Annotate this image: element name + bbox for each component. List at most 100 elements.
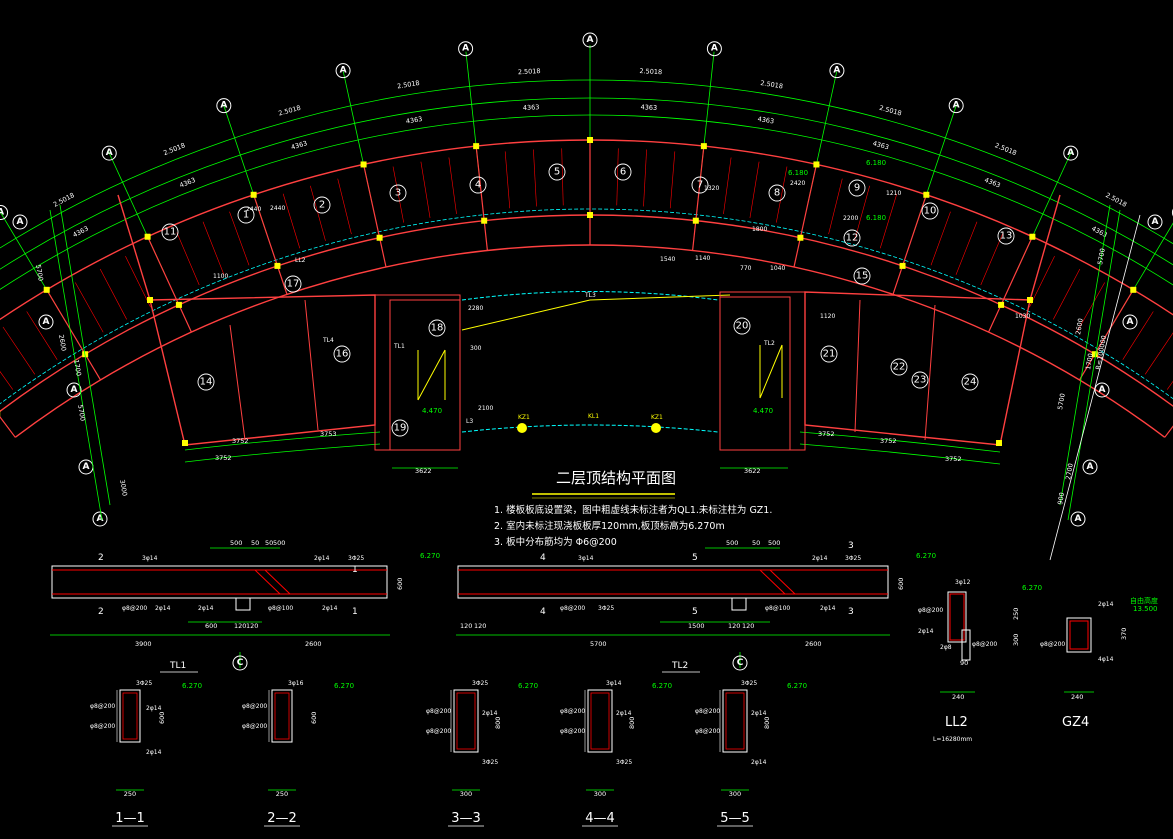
- inner-dim-15: 2280: [468, 305, 483, 312]
- section-stirrup-label-b-4: φ8@200: [560, 728, 585, 735]
- axis-bubble-3: [101, 145, 117, 161]
- gz4-elevation: 13.500: [1133, 605, 1158, 613]
- rebar-12-2: [1144, 332, 1173, 375]
- tl2-cut-5-top: 5: [692, 553, 698, 563]
- section-label-2: 2—2: [267, 811, 297, 826]
- side-bubble-7: [1122, 314, 1138, 330]
- rebar-1-2: [2, 326, 36, 375]
- section-label-4: 4—4: [585, 811, 615, 826]
- radial-wall-1: [0, 416, 16, 438]
- kz1-label-right: KZ1: [651, 414, 663, 421]
- room-marker-14: [197, 373, 215, 391]
- top-dim-inner-5: 4363: [405, 115, 423, 126]
- tl2-mid-dim-4: 120: [728, 622, 740, 630]
- top-dim-outer-11: 2.5018: [1104, 191, 1128, 209]
- room-marker-6: [614, 163, 632, 181]
- section-stirrup-label-4: φ8@200: [560, 708, 585, 715]
- bottom-right-dim-3: 3752: [945, 455, 962, 463]
- section-bottom-bar-4: 3Φ25: [616, 759, 632, 766]
- tl1-bottom-bar-4: φ8@100: [268, 605, 293, 612]
- tl1-top-dim-3: 50: [265, 539, 273, 547]
- side-bubble-3: [66, 382, 82, 398]
- radial-wall-5: [362, 164, 387, 268]
- beam-code-3: TL3: [584, 292, 596, 299]
- section-mid-bar-1: 2φ14: [146, 705, 162, 712]
- axis-bubble-2: [0, 205, 9, 221]
- section-height-3: 800: [494, 717, 502, 729]
- inner-dim-2: 2440: [270, 205, 285, 212]
- room-marker-17: [284, 275, 302, 293]
- tl1-axis-bubble: [232, 655, 248, 671]
- room-marker-24: [961, 373, 979, 391]
- tl2-bottom-bar-2: 3Φ25: [598, 605, 614, 612]
- rebar-8-2: [749, 161, 760, 218]
- rebar-1-1: [0, 371, 14, 390]
- room-number-20: 20: [736, 321, 749, 332]
- section-stirrup-label-5: φ8@200: [695, 708, 720, 715]
- section-stirrup-label-b-5: φ8@200: [695, 728, 720, 735]
- inner-dim-5: 2200: [843, 215, 858, 222]
- tl2-mid-dim-1: 120: [460, 622, 472, 630]
- ll2-sub-width: 90: [960, 659, 968, 667]
- room-number-16: 16: [336, 349, 349, 360]
- note-1: 1. 楼板板底设置梁，图中粗虚线未标注者为QL1.未标注柱为 GZ1.: [494, 504, 772, 516]
- top-dim-inner-3: 4363: [178, 176, 196, 190]
- room-number-17: 17: [287, 279, 300, 290]
- column-4-2: [274, 262, 281, 269]
- ll2-stirrup-1: φ8@200: [918, 607, 943, 614]
- tl1-cut-1-bottom: 1: [352, 607, 358, 617]
- kl1-beam: [461, 291, 731, 433]
- stair-dim-right: 3622: [744, 467, 761, 475]
- section-stirrup-label-b-2: φ8@200: [242, 723, 267, 730]
- room-number-24: 24: [964, 377, 977, 388]
- tl2-cut-3-bottom: 3: [848, 607, 854, 617]
- column-7-2: [587, 212, 593, 218]
- inner-dim-12: 1120: [820, 313, 835, 320]
- right-dim-5: 2700: [1064, 463, 1075, 481]
- section-outline-1: [119, 689, 141, 743]
- drawing-title: 二层顶结构平面图: [556, 469, 676, 487]
- side-bubble-label-6: A: [1152, 217, 1159, 227]
- dim-arc-1: [0, 79, 1173, 249]
- right-dim-6: 900: [1056, 492, 1066, 506]
- top-dim-inner-6: 4363: [523, 103, 540, 112]
- kl1-label: KL1: [588, 413, 599, 420]
- tl1-cut-2-top: 2: [98, 553, 104, 563]
- room-marker-19: [391, 419, 409, 437]
- room-marker-12: [843, 229, 861, 247]
- gz4-width: 240: [1071, 693, 1083, 701]
- inner-dim-9: 1210: [886, 190, 901, 197]
- rebar-5-2: [420, 161, 431, 218]
- inner-dim-3: 1320: [704, 185, 719, 192]
- gz4-stirrup: φ8@200: [1040, 641, 1065, 648]
- bottom-left-dim-1: 3752: [232, 437, 249, 445]
- rebar-11-2: [1053, 268, 1081, 320]
- side-bubble-10: [1070, 511, 1086, 527]
- tl2-elevation: 6.270: [916, 552, 936, 560]
- tl2-top-bar-3: 3Φ25: [845, 555, 861, 562]
- beam-code-5: LL2: [295, 257, 306, 264]
- rebar-2-1: [75, 282, 104, 333]
- rebar-7-3: [669, 151, 676, 209]
- radial-wall-4: [253, 194, 288, 295]
- axis-bubble-12: [1171, 208, 1173, 217]
- section-stirrup-3: [456, 692, 476, 750]
- ll2-length: L=16280mm: [933, 736, 972, 743]
- section-outline-5: [722, 689, 748, 753]
- tl1-bottom-bar-1: φ8@200: [122, 605, 147, 612]
- column-8-2: [692, 217, 699, 224]
- tl2-mid-dim-5: 120: [742, 622, 754, 630]
- section-label-3: 3—3: [451, 811, 481, 826]
- rebar-6-2: [533, 149, 537, 207]
- inner-dim-8: 1140: [695, 255, 710, 262]
- room-marker-2: [313, 196, 331, 214]
- top-dim-inner-7: 4363: [640, 103, 657, 112]
- rebar-1-3: [26, 311, 58, 360]
- rebar-3-3: [229, 211, 250, 266]
- inner-dim-17: 2100: [478, 405, 493, 412]
- rebar-8-1: [723, 157, 732, 215]
- section-stirrup-5: [725, 692, 745, 750]
- axis-bubble-label-6: A: [462, 44, 469, 54]
